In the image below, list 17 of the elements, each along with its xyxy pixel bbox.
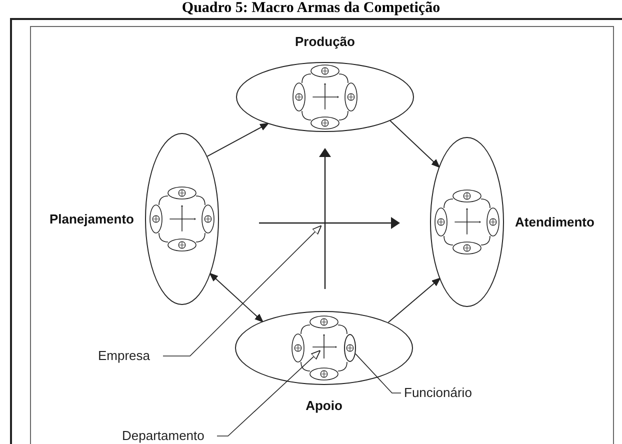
area-heading: Planejamento	[49, 212, 134, 226]
callout-label: Departamento	[122, 427, 206, 444]
figure-title: Quadro 5: Macro Armas da Competição	[180, 0, 442, 16]
area-heading: Produção	[295, 34, 355, 49]
arrow	[206, 123, 269, 157]
leader-line	[162, 225, 322, 356]
arrow	[210, 272, 264, 322]
leader-line	[216, 350, 321, 436]
cross-arrows-drawing	[311, 334, 337, 360]
arrow	[388, 278, 440, 323]
member-ellipse	[344, 334, 356, 362]
callout-label: Empresa	[98, 347, 152, 365]
leader-line	[355, 353, 402, 394]
area-heading: Atendimento	[515, 214, 594, 230]
area-heading: Apoio	[306, 398, 342, 413]
callout-label: Funcionário	[404, 384, 473, 402]
arrow	[390, 120, 440, 168]
